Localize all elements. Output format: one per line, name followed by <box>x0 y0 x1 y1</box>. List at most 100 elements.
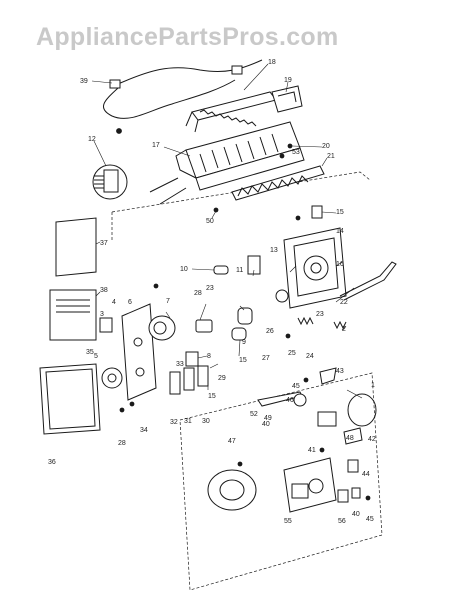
callout-40: 40 <box>262 421 270 428</box>
callout-10: 10 <box>180 266 188 273</box>
callout-52: 52 <box>250 411 258 418</box>
gear-26-part[interactable] <box>237 307 253 325</box>
front-cover-part[interactable] <box>39 363 101 435</box>
callout-18: 18 <box>268 59 276 66</box>
callout-36: 36 <box>48 459 56 466</box>
clip-44-part[interactable] <box>347 459 359 473</box>
wiring-diagram-card-part[interactable] <box>49 289 97 341</box>
callout-12: 12 <box>88 136 96 143</box>
shutoff-cover-part[interactable] <box>271 85 303 113</box>
watermark-text: AppliancePartsPros.com <box>36 23 339 51</box>
callout-37: 37 <box>100 240 108 247</box>
callout-21: 21 <box>327 153 335 160</box>
callout-31: 31 <box>184 418 192 425</box>
callout-56: 56 <box>338 518 346 525</box>
nut-48-part[interactable] <box>317 411 337 427</box>
switch-9-part[interactable] <box>195 319 213 333</box>
thermostat-27-part[interactable] <box>231 327 247 341</box>
screw-45b-part[interactable] <box>365 495 371 501</box>
screw-28b-part[interactable] <box>119 407 125 413</box>
shutoff-arm-part[interactable] <box>339 261 397 301</box>
callout-24: 24 <box>306 353 314 360</box>
label-3-part[interactable] <box>99 317 113 333</box>
screw-20-part[interactable] <box>287 143 293 149</box>
drive-gear-part[interactable] <box>101 367 123 389</box>
motor-part[interactable] <box>148 315 176 341</box>
washer-46-part[interactable] <box>293 393 307 407</box>
clamp-43-part[interactable] <box>319 367 337 385</box>
callout-30: 30 <box>202 418 210 425</box>
callout-28b: 28 <box>118 440 126 447</box>
callout-44: 44 <box>362 471 370 478</box>
screw-41-part[interactable] <box>319 447 325 453</box>
callout-13: 13 <box>270 247 278 254</box>
callout-35: 35 <box>86 349 94 356</box>
switch-32-part[interactable] <box>169 371 181 395</box>
callout-41: 41 <box>308 447 316 454</box>
screw-25-part[interactable] <box>285 333 291 339</box>
callout-34: 34 <box>140 427 148 434</box>
water-valve-part[interactable] <box>283 457 337 513</box>
callout-5: 5 <box>94 353 98 360</box>
callout-26: 26 <box>266 328 274 335</box>
callout-28: 28 <box>194 290 202 297</box>
callout-46: 46 <box>286 397 294 404</box>
clip-40b-part[interactable] <box>351 487 361 499</box>
callout-40b: 40 <box>352 511 360 518</box>
leader-lines <box>91 63 363 399</box>
callout-19: 19 <box>284 77 292 84</box>
callout-6: 6 <box>128 299 132 306</box>
callout-23b: 23 <box>316 311 324 318</box>
callout-14: 14 <box>336 228 344 235</box>
wire-harness-part[interactable] <box>102 59 263 134</box>
callout-48: 48 <box>346 435 354 442</box>
switch-30-part[interactable] <box>197 365 209 387</box>
switch-8-part[interactable] <box>185 351 199 367</box>
switch-31-part[interactable] <box>183 367 195 391</box>
callout-39: 39 <box>80 78 88 85</box>
callout-16: 16 <box>336 261 344 268</box>
callout-15b: 15 <box>239 357 247 364</box>
upper-assembly-boundary <box>111 171 371 240</box>
lever-10-part[interactable] <box>213 265 229 275</box>
bearing-13-part[interactable] <box>275 289 289 303</box>
clip-15-part[interactable] <box>311 205 323 219</box>
tube-1-part[interactable] <box>347 393 377 427</box>
spring-2-part[interactable] <box>333 320 347 330</box>
mold-heater-part[interactable] <box>185 91 277 133</box>
callout-15c: 15 <box>208 393 216 400</box>
callout-9: 9 <box>242 339 246 346</box>
callout-29: 29 <box>218 375 226 382</box>
screw-34-part[interactable] <box>129 401 135 407</box>
callout-8: 8 <box>207 353 211 360</box>
callout-27: 27 <box>262 355 270 362</box>
callout-25: 25 <box>288 350 296 357</box>
callout-38: 38 <box>100 287 108 294</box>
screw-14-part[interactable] <box>295 215 301 221</box>
screw-45-part[interactable] <box>303 377 309 383</box>
callout-23a: 23 <box>206 285 214 292</box>
lower-assembly-boundary <box>179 372 383 591</box>
module-plate-part[interactable] <box>121 303 157 401</box>
callout-labels: 39 18 19 17 12 20 53 21 50 15 14 37 13 1… <box>48 59 376 525</box>
spring-24-part[interactable] <box>297 316 314 326</box>
fitting-56-part[interactable] <box>337 489 349 503</box>
ice-mold-part[interactable] <box>149 121 305 213</box>
ejector-blade-part[interactable] <box>231 165 325 201</box>
instruction-card-part[interactable] <box>55 217 97 277</box>
callout-11: 11 <box>236 267 243 274</box>
clamp-42-part[interactable] <box>343 427 363 445</box>
callout-45b: 45 <box>366 516 374 523</box>
callout-47: 47 <box>228 438 236 445</box>
valve-fitting-47-part[interactable] <box>207 461 257 511</box>
module-housing-part[interactable] <box>283 227 347 309</box>
callout-20: 20 <box>322 143 330 150</box>
spacer-11-part[interactable] <box>247 255 261 275</box>
harness-connector-part[interactable] <box>92 164 128 200</box>
callout-1: 1 <box>371 382 375 389</box>
screw-53-part[interactable] <box>279 153 285 159</box>
callout-42: 42 <box>368 436 376 443</box>
callout-22: 22 <box>340 299 348 306</box>
screw-28-part[interactable] <box>153 283 159 289</box>
